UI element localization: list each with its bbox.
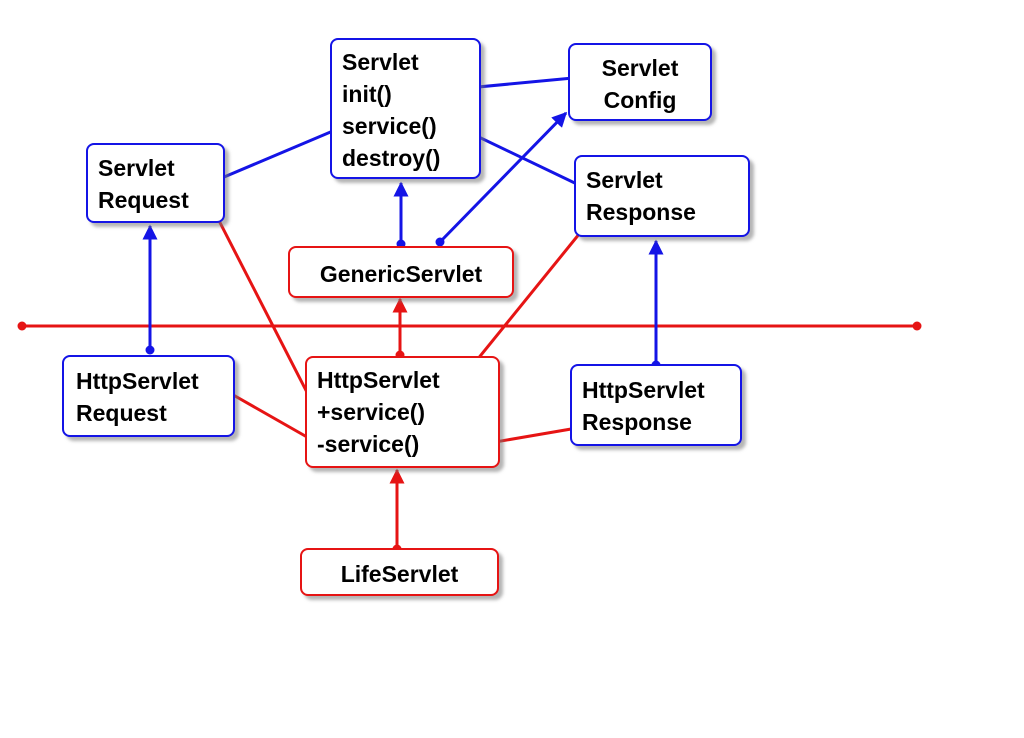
servlet-request-to-http-service-link (210, 206, 316, 407)
generic-servlet-title: GenericServlet (319, 261, 483, 287)
http-servlet-request-line2: Request (76, 400, 167, 426)
http-request-to-private-service-link (227, 390, 315, 443)
http-servlet-response-box: HttpServlet Response (570, 364, 742, 446)
servlet-response-line2: Response (586, 199, 696, 225)
servlet-init-method: init() (342, 81, 392, 107)
http-servlet-response-line2: Response (582, 409, 692, 435)
servlet-config-line2: Config (603, 87, 677, 113)
divider-right-dot (912, 321, 922, 331)
life-servlet-box: LifeServlet (300, 548, 499, 596)
servlet-config-line1: Servlet (601, 55, 679, 81)
http-servlet-request-line1: HttpServlet (76, 368, 199, 394)
service-to-request-link (216, 126, 341, 182)
servlet-service-method: service() (342, 113, 437, 139)
life-servlet-title: LifeServlet (340, 561, 459, 587)
servlet-response-line1: Servlet (586, 167, 663, 193)
http-servlet-private-service: -service() (317, 431, 420, 457)
http-servlet-request-box: HttpServlet Request (62, 355, 235, 437)
servlet-request-box: Servlet Request (86, 143, 225, 223)
generic-servlet-box: GenericServlet (288, 246, 514, 298)
servlet-request-line1: Servlet (98, 155, 175, 181)
http-servlet-response-line1: HttpServlet (582, 377, 705, 403)
http-request-dot (145, 345, 155, 355)
http-servlet-box: HttpServlet +service() -service() (305, 356, 500, 468)
servlet-response-box: Servlet Response (574, 155, 750, 237)
http-servlet-public-service: +service() (317, 399, 426, 425)
servlet-destroy-method: destroy() (342, 145, 441, 171)
servlet-interface-box: Servlet init() service() destroy() (330, 38, 481, 179)
servlet-config-box: Servlet Config (568, 43, 712, 121)
servlet-title: Servlet (342, 49, 419, 75)
servlet-request-line2: Request (98, 187, 189, 213)
http-servlet-title: HttpServlet (317, 367, 440, 393)
generic-implements-config-arrow (438, 111, 568, 244)
divider-left-dot (17, 321, 27, 331)
generic-config-dot (435, 237, 445, 247)
